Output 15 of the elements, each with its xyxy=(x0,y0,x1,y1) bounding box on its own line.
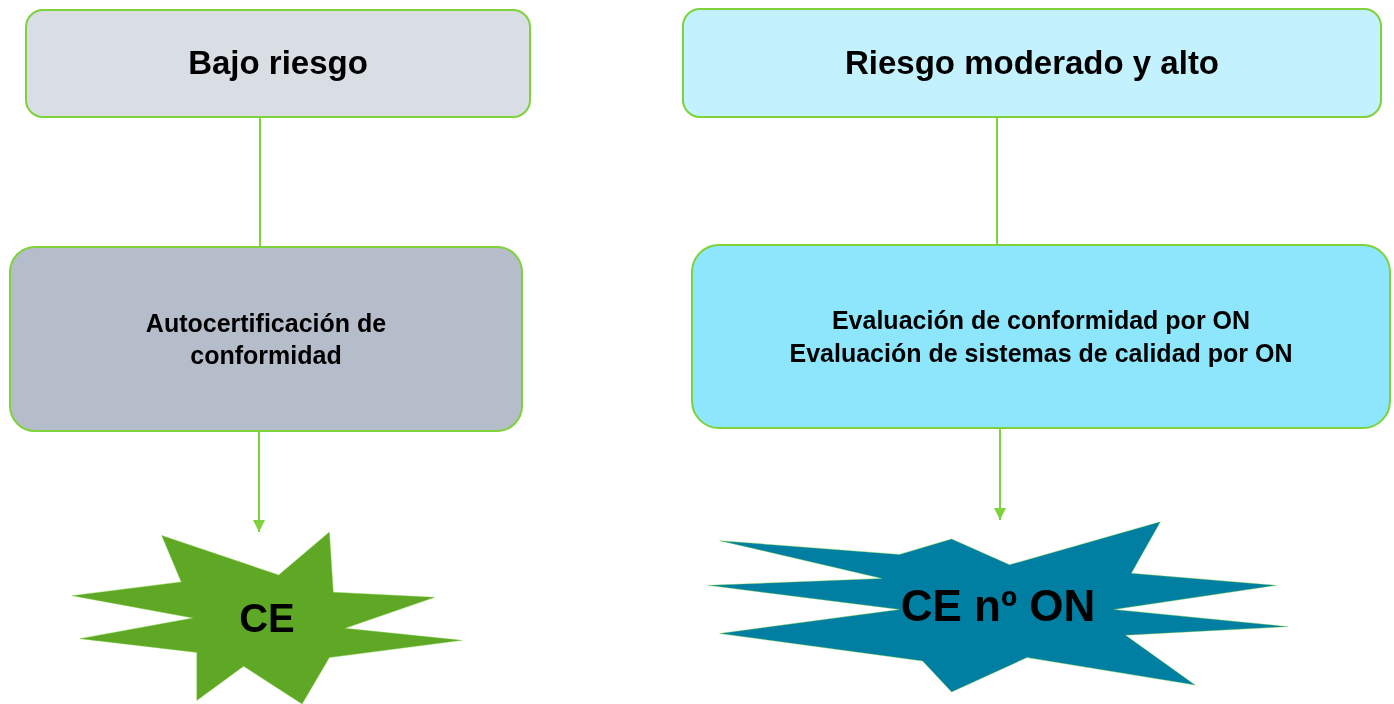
node-text: Autocertificación de conformidad xyxy=(144,307,388,371)
process-box xyxy=(691,244,1391,429)
mark-label: CE xyxy=(239,595,295,642)
connector-line xyxy=(259,117,261,247)
node-text: Evaluación de conformidad por ON xyxy=(831,305,1251,336)
process-box xyxy=(25,9,531,118)
arrow xyxy=(994,428,1006,521)
mark-label: CE nº ON xyxy=(900,580,1096,633)
node-text: Riesgo moderado y alto xyxy=(844,42,1220,83)
arrow xyxy=(253,431,265,533)
connector-line xyxy=(996,117,998,245)
process-box xyxy=(682,8,1382,118)
node-text: Evaluación de sistemas de calidad por ON xyxy=(789,337,1293,369)
node-text: Bajo riesgo xyxy=(188,43,368,84)
process-box xyxy=(9,246,523,432)
